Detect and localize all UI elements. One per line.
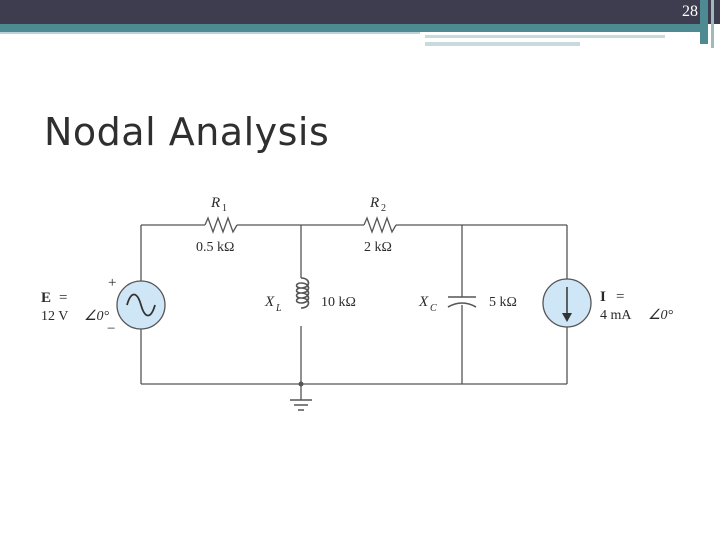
ground-icon — [290, 399, 312, 411]
resistor-r1 — [204, 216, 238, 234]
r1-value: 0.5 kΩ — [196, 240, 234, 255]
xc-symbol: X — [418, 294, 429, 310]
header-edge-line — [711, 0, 714, 48]
current-arrowhead-icon — [562, 313, 572, 322]
inductor-xl — [295, 277, 310, 309]
header-accent-band — [0, 24, 700, 32]
header-bar — [0, 0, 720, 24]
header-edge-bar — [700, 0, 708, 44]
xl-symbol: X — [264, 294, 275, 310]
e-minus: − — [107, 321, 115, 337]
header-accent-line-3 — [425, 42, 580, 46]
header-accent-line-2 — [425, 35, 665, 38]
i-equals: = — [616, 289, 624, 305]
resistor-r2 — [363, 216, 397, 234]
r2-value: 2 kΩ — [364, 240, 392, 255]
i-name: I — [600, 289, 606, 305]
e-equals: = — [59, 290, 67, 306]
xc-value: 5 kΩ — [489, 295, 517, 310]
e-name: E — [41, 290, 51, 306]
wires — [140, 224, 568, 400]
xc-subscript: C — [430, 303, 437, 314]
i-angle: ∠0° — [648, 308, 674, 323]
i-value: 4 mA — [600, 308, 632, 323]
r1-symbol: R — [210, 195, 220, 211]
header-accent-line — [0, 32, 420, 34]
ground-node-dot — [298, 381, 304, 387]
slide-number: 28 — [682, 3, 698, 20]
r2-subscript: 2 — [381, 203, 386, 214]
r2-symbol: R — [369, 195, 379, 211]
xl-value: 10 kΩ — [321, 295, 356, 310]
e-angle: ∠0° — [84, 309, 110, 324]
e-plus: + — [108, 275, 116, 291]
capacitor-plate-bottom — [447, 302, 477, 308]
sine-icon — [126, 293, 156, 317]
page-title: Nodal Analysis — [44, 110, 330, 154]
r1-subscript: 1 — [222, 203, 227, 214]
xl-subscript: L — [275, 303, 282, 314]
e-value: 12 V — [41, 309, 68, 324]
